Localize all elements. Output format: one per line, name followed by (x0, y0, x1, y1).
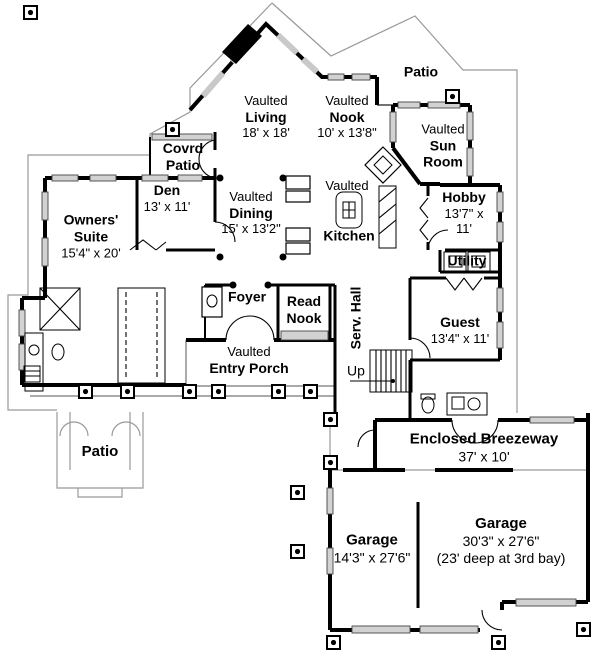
kitchen-appliances (285, 175, 397, 255)
room-label-garage-large: Garage 30'3" x 27'6" (23' deep at 3rd ba… (437, 515, 566, 567)
owners-closet (117, 287, 166, 384)
room-name: Enclosed Breezeway (409, 430, 559, 448)
room-name: Owners' Suite (63, 211, 119, 245)
room-name: Foyer (227, 288, 267, 305)
room-name: Nook (329, 108, 365, 125)
room-label-kitchen-prefix: Vaulted (325, 178, 368, 194)
room-label-serv-hall: Serv. Hall (348, 287, 365, 350)
hall-bath-fixtures (420, 392, 488, 416)
room-label-covrd-patio: Covrd Patio (157, 140, 209, 174)
room-name: Patio (403, 63, 439, 80)
room-dims: 13'7" x 11' (444, 205, 484, 237)
room-label-den: Den 13' x 11' (144, 182, 191, 214)
room-label-patio-bottom: Patio (82, 443, 119, 461)
room-label-guest: Guest 13'4" x 11' (431, 314, 490, 346)
owners-bath-fixtures (23, 287, 81, 392)
room-label-garage-small: Garage 14'3" x 27'6" (334, 532, 411, 567)
room-name: Kitchen (323, 227, 375, 244)
room-name: Covrd Patio (162, 140, 204, 173)
room-note: (23' deep at 3rd bay) (436, 550, 566, 566)
room-label-hobby: Hobby 13'7" x 11' (438, 189, 490, 237)
corner-fireplace (222, 24, 262, 64)
interior-walls (135, 104, 500, 608)
room-name: Den (153, 181, 181, 198)
staircase (350, 349, 413, 393)
stairs-up-label: Up (347, 363, 365, 380)
room-label-breezeway: Enclosed Breezeway 37' x 10' (410, 431, 558, 466)
room-dims: 13'4" x 11' (430, 330, 490, 346)
room-label-living: Vaulted Living 18' x 18' (242, 93, 290, 141)
room-label-entry-porch: Vaulted Entry Porch (209, 344, 288, 376)
room-dims: 14'3" x 27'6" (333, 549, 411, 566)
direction-text: Up (347, 362, 365, 379)
room-name: Entry Porch (209, 359, 289, 376)
post-markers (23, 5, 591, 650)
room-dims: 15'4" x 20' (61, 245, 121, 260)
room-dims: 15' x 13'2" (221, 221, 281, 237)
column-dots (216, 174, 287, 289)
room-name: Patio (81, 443, 119, 460)
room-dims: 30'3" x 27'6" (462, 533, 540, 550)
room-name: Sun Room (423, 137, 463, 170)
room-label-patio-top: Patio (404, 64, 438, 81)
room-name: Dining (229, 204, 273, 221)
room-prefix: Vaulted (325, 93, 369, 109)
room-label-kitchen: Kitchen (323, 228, 374, 245)
room-label-sun-room: Vaulted Sun Room (410, 121, 476, 170)
doors (129, 139, 503, 631)
powder-room (201, 286, 223, 318)
room-label-read-nook: Read Nook (280, 293, 328, 327)
room-name: Living (245, 108, 287, 125)
room-name: Garage (475, 515, 527, 533)
room-name: Utility (447, 252, 487, 269)
windows (18, 32, 577, 634)
room-name: Garage (346, 531, 398, 549)
fireplace (364, 146, 402, 184)
fixtures (23, 24, 491, 416)
room-name: Serv. Hall (347, 286, 364, 350)
room-prefix: Vaulted (229, 189, 273, 205)
room-label-utility: Utility (448, 253, 487, 270)
room-label-nook: Vaulted Nook 10' x 13'8" (317, 93, 376, 141)
washer-dryer (443, 251, 491, 272)
room-label-dining: Vaulted Dining 15' x 13'2" (221, 189, 280, 237)
room-label-foyer: Foyer (228, 289, 266, 306)
room-dims: 18' x 18' (242, 125, 290, 141)
room-label-owners-suite: Owners' Suite 15'4" x 20' (48, 211, 134, 260)
room-prefix: Vaulted (227, 343, 271, 359)
room-dims: 10' x 13'8" (317, 125, 377, 141)
room-prefix: Vaulted (244, 93, 288, 109)
room-name: Read Nook (286, 293, 322, 326)
room-prefix: Vaulted (325, 178, 369, 194)
room-prefix: Vaulted (421, 121, 465, 137)
room-dims: 37' x 10' (458, 448, 510, 465)
room-dims: 13' x 11' (143, 198, 191, 214)
kitchen-island (335, 191, 363, 229)
post-marker-icon (23, 5, 591, 650)
room-name: Guest (440, 313, 480, 330)
room-name: Hobby (442, 189, 486, 206)
